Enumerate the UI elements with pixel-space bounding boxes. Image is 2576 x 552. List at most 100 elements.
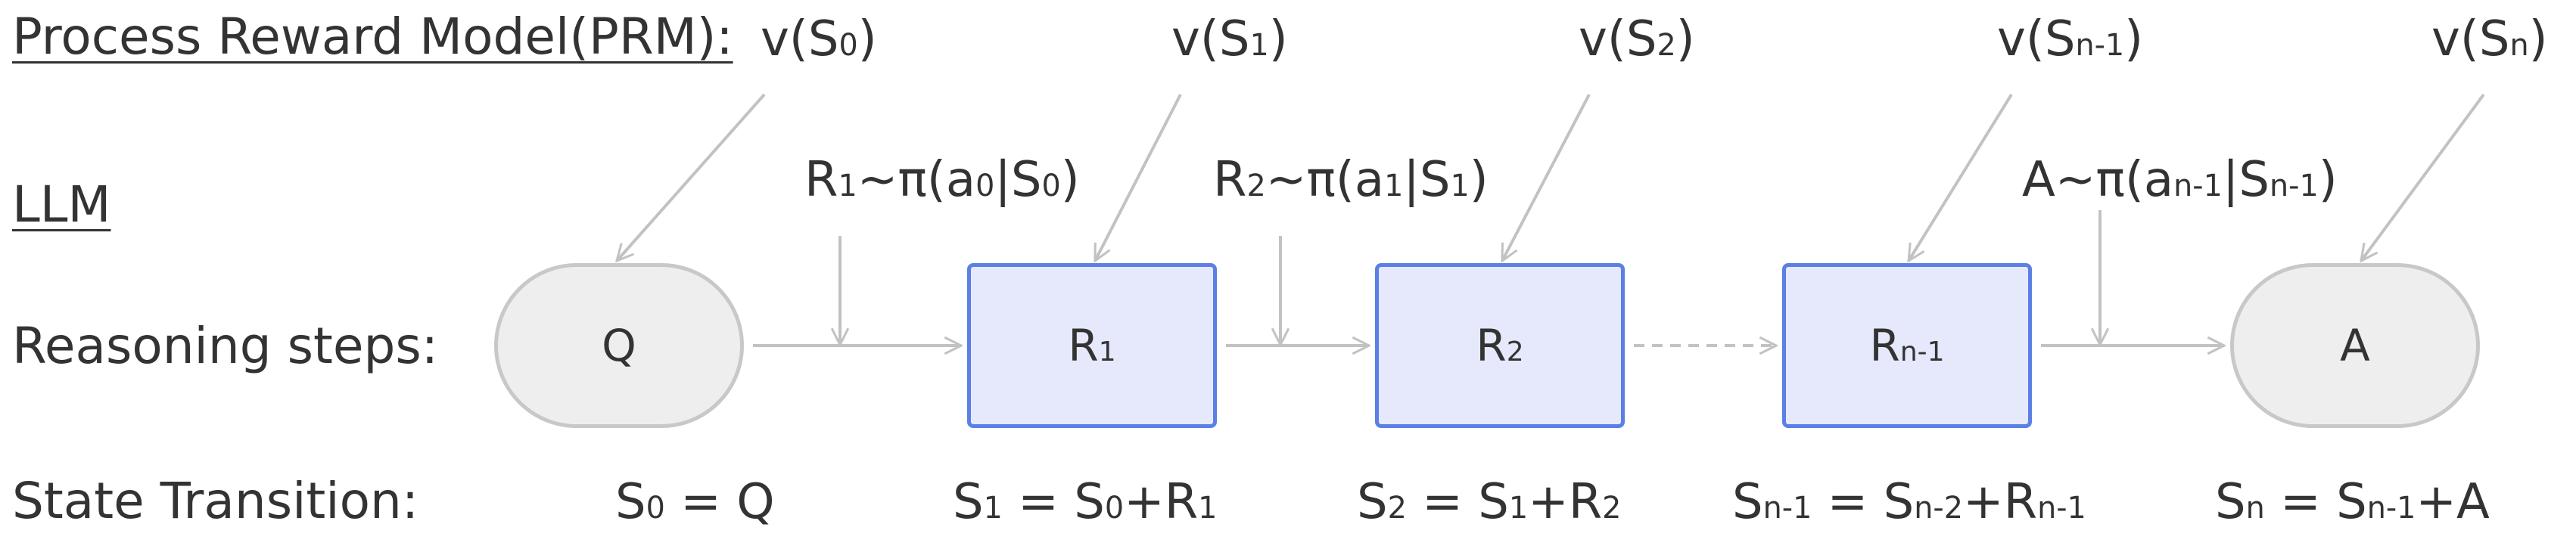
subscript: 1 [983,491,1003,526]
text-run: S [2044,11,2076,67]
text-run: A [2340,320,2370,371]
state-transition-label: S2 = S1+R2 [1357,478,1621,526]
text-run: ) [857,11,877,67]
text-run: = S [1812,474,1915,530]
node-label: R1 [1068,320,1115,371]
subscript: n-1 [1762,491,1812,526]
subscript: 2 [1246,169,1266,203]
value-arrow [1909,93,2013,261]
text-run: ) [1675,11,1695,67]
policy-label: R1~π(a0|S0) [804,156,1080,204]
text-run: R [1068,320,1099,371]
text-run: +R [1962,474,2038,530]
question-node: Q [494,263,744,428]
text-run: = Q [664,474,775,530]
text-run: ) [2124,11,2144,67]
text-run: A~π(a [2022,152,2174,208]
state-transition-label: S1 = S0+R1 [953,478,1217,526]
text-run: S [2215,474,2246,530]
text-run: S [953,474,984,530]
state-transition-label: S0 = Q [615,478,775,526]
text-run: S [615,474,646,530]
text-run: v( [1997,11,2045,67]
text-run: R [1869,320,1900,371]
text-run: |S [994,152,1042,208]
text-run: ) [1268,11,1288,67]
text-run: |S [2222,152,2270,208]
text-run: R [1213,152,1247,208]
subscript: 2 [1602,491,1622,526]
node-label: Rn-1 [1870,320,1945,371]
text-run: ) [2528,11,2548,67]
text-run: ~π(a [857,152,976,208]
text-run: = S [1406,474,1509,530]
text-run: +A [2416,474,2490,530]
subscript: 0 [1041,169,1061,203]
reasoning-step-node: R1 [967,263,1217,428]
subscript: 1 [1249,28,1269,63]
text-run: R [1476,320,1507,371]
text-run: +R [1528,474,1603,530]
state-value-label: v(Sn) [2431,15,2548,64]
node-label: A [2340,320,2370,371]
text-run: |S [1403,152,1451,208]
state-value-label: v(Sn-1) [1997,15,2143,64]
text-run: v( [761,11,808,67]
state-value-label: v(S2) [1579,15,1695,64]
state-transition-label: Sn = Sn-1+A [2215,478,2490,526]
subscript: 1 [1508,491,1529,526]
text-run: = S [1002,474,1105,530]
subscript: 1 [1384,169,1404,203]
text-run: R [804,152,838,208]
subscript: 2 [1387,491,1407,526]
text-run: S [1626,11,1657,67]
value-arrow [1501,94,1591,261]
state-transition-label: Sn-1 = Sn-2+Rn-1 [1732,478,2086,526]
text-run: v( [2431,11,2479,67]
value-arrow [617,93,766,261]
value-arrow [2361,93,2485,261]
text-run: ~π(a [1265,152,1385,208]
text-run: ) [2318,152,2338,208]
subscript: 1 [1198,491,1218,526]
text-run: S [1218,11,1250,67]
subscript: n-1 [2366,491,2416,526]
node-label: R2 [1476,320,1523,371]
state-transition-row-label: State Transition: [12,472,419,530]
value-arrow [1094,94,1182,261]
llm-row-label: LLM [12,175,111,234]
text-run: v( [1171,11,1219,67]
subscript: 0 [646,491,665,526]
subscript: n-2 [1914,491,1963,526]
subscript: 2 [1657,28,1676,63]
subscript: 0 [838,28,858,63]
node-label: Q [602,320,636,371]
subscript: 1 [838,169,857,203]
text-run: = S [2264,474,2367,530]
text-run: Q [602,320,636,371]
text-run: v( [1579,11,1626,67]
subscript: n-1 [1899,336,1945,367]
state-value-label: v(S1) [1171,15,1288,64]
text-run: S [807,11,839,67]
subscript: 0 [1104,491,1125,526]
state-value-label: v(S0) [761,15,877,64]
subscript: 0 [975,169,995,203]
subscript: 1 [1450,169,1470,203]
text-run: +R [1124,474,1199,530]
reasoning-step-node: R2 [1375,263,1625,428]
subscript: 2 [1506,336,1524,367]
text-run: ) [1060,152,1080,208]
text-run: S [2478,11,2510,67]
reasoning-steps-row-label: Reasoning steps: [12,317,438,375]
text-run: S [1357,474,1388,530]
text-run: ) [1469,152,1489,208]
subscript: n-1 [2270,169,2319,203]
subscript: n [2245,491,2265,526]
subscript: n-1 [2075,28,2125,63]
prm-row-label: Process Reward Model(PRM): [12,8,733,66]
policy-label: R2~π(a1|S1) [1213,156,1489,204]
subscript: n [2509,28,2529,63]
